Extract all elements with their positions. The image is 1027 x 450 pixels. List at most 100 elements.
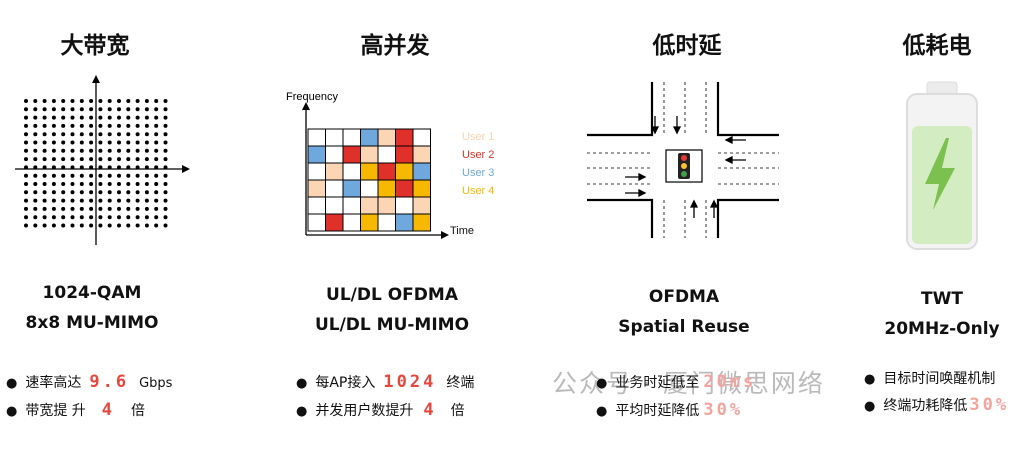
constellation-point	[33, 157, 38, 162]
constellation-point	[42, 115, 47, 120]
constellation-point	[144, 215, 149, 220]
constellation-point	[89, 223, 94, 228]
constellation-point	[24, 173, 28, 178]
column-title-latency: 低时延	[652, 33, 722, 59]
yellow-light	[681, 163, 687, 169]
constellation-point	[98, 182, 103, 186]
constellation-point	[144, 190, 149, 195]
constellation-point	[117, 182, 121, 186]
constellation-point	[107, 223, 112, 228]
constellation-point	[163, 140, 168, 145]
constellation-point	[135, 182, 140, 186]
grid-cell	[342, 213, 361, 232]
constellation-point	[126, 148, 131, 153]
bandwidth-specs: 1024-QAM 8x8 MU-MIMO	[0, 278, 212, 338]
constellation-point	[107, 148, 112, 153]
grid-cell	[342, 145, 361, 164]
ofdma-resource-grid: Frequency	[286, 91, 449, 239]
constellation-point	[33, 215, 38, 220]
constellation-point	[51, 173, 56, 178]
constellation-point	[24, 99, 28, 103]
constellation-point	[107, 123, 112, 128]
constellation-point	[61, 173, 66, 178]
constellation-point	[33, 173, 38, 178]
constellation-point	[61, 223, 66, 228]
constellation-point	[107, 115, 112, 120]
constellation-point	[154, 132, 159, 137]
constellation-point	[107, 173, 112, 178]
spec-line: UL/DL MU-MIMO	[314, 315, 470, 335]
constellation-point	[51, 148, 56, 153]
constellation-point	[24, 115, 28, 120]
constellation-point	[89, 148, 94, 153]
bullet-dot: ●	[6, 404, 18, 419]
constellation-point	[79, 173, 84, 178]
constellation-point	[135, 140, 140, 145]
constellation-point	[79, 115, 84, 120]
grid-cell	[307, 196, 326, 215]
legend-user-3: User 3	[462, 167, 495, 179]
grid-cell	[377, 128, 396, 147]
grid-cell	[412, 162, 431, 181]
constellation-point	[89, 206, 94, 211]
constellation-point	[61, 99, 66, 103]
grid-cell	[360, 162, 379, 181]
constellation-point	[154, 206, 159, 211]
constellation-point	[33, 182, 38, 186]
constellation-point	[42, 107, 47, 112]
constellation-point	[144, 140, 149, 145]
constellation-point	[89, 173, 94, 178]
constellation-point	[51, 206, 56, 211]
constellation-point	[107, 140, 112, 145]
constellation-point	[144, 123, 149, 128]
watermark-text: 公众号 · 厦门微思网络	[552, 369, 825, 398]
constellation-point	[135, 123, 140, 128]
bullet-dot: ●	[596, 404, 608, 419]
constellation-point	[79, 182, 84, 186]
constellation-point	[144, 223, 149, 228]
constellation-point	[24, 148, 28, 153]
x-axis-arrowhead	[182, 165, 190, 173]
grid-cell	[342, 128, 361, 147]
constellation-point	[117, 173, 121, 178]
grid-cell	[342, 179, 361, 198]
column-title-power: 低耗电	[902, 33, 972, 59]
constellation-point	[144, 198, 149, 203]
bullet-dot: ●	[864, 372, 876, 387]
constellation-point	[163, 115, 168, 120]
constellation-point	[24, 157, 28, 162]
grid-cell	[377, 145, 396, 164]
constellation-point	[117, 157, 121, 162]
constellation-point	[51, 190, 56, 195]
grid-cell	[412, 179, 431, 198]
constellation-point	[135, 107, 140, 112]
grid-cell	[412, 145, 431, 164]
constellation-point	[98, 190, 103, 195]
constellation-point	[117, 140, 121, 145]
bullet-dot: ●	[596, 376, 608, 391]
constellation-point	[126, 215, 131, 220]
constellation-point	[33, 198, 38, 203]
constellation-point	[98, 157, 103, 162]
road-edges	[587, 82, 779, 238]
spec-line: 1024-QAM	[42, 283, 142, 303]
grid-cell	[307, 162, 326, 181]
constellation-point	[117, 99, 121, 103]
constellation-point	[61, 123, 66, 128]
constellation-point	[154, 157, 159, 162]
constellation-point	[117, 115, 121, 120]
constellation-point	[117, 123, 121, 128]
constellation-point	[154, 107, 159, 112]
constellation-points	[24, 99, 168, 228]
grid-cell	[325, 213, 344, 232]
time-arrowhead	[441, 231, 449, 239]
bullet-item: ● 每AP接入 1024 终端	[296, 372, 475, 392]
constellation-point	[126, 157, 131, 162]
constellation-point	[163, 157, 168, 162]
constellation-point	[154, 190, 159, 195]
constellation-point	[24, 215, 28, 220]
constellation-point	[163, 99, 168, 103]
constellation-point	[33, 107, 38, 112]
grid-cell	[307, 145, 326, 164]
constellation-point	[135, 206, 140, 211]
